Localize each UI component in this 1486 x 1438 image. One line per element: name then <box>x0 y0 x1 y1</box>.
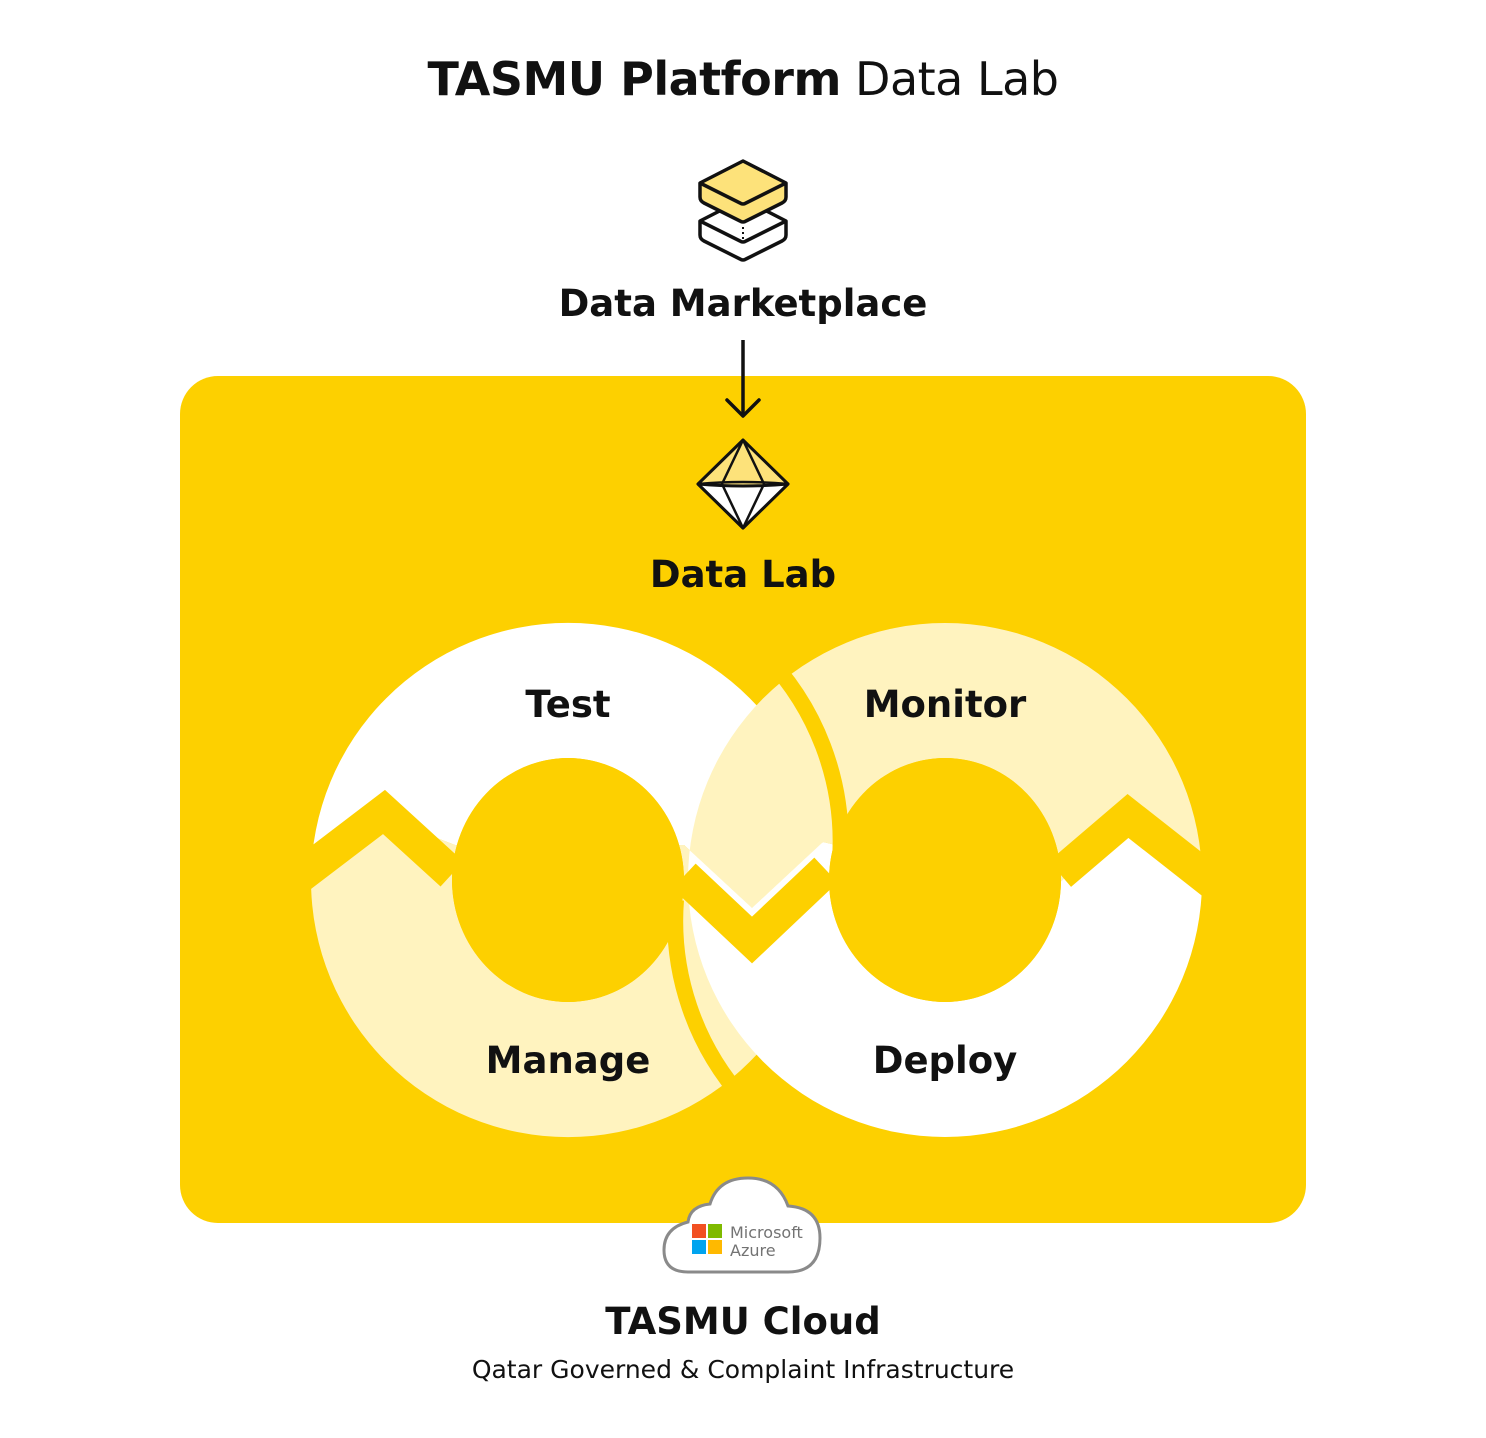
cloud-title: TASMU Cloud <box>605 1300 881 1343</box>
stacked-layers-icon <box>698 159 788 262</box>
logo-line2: Azure <box>730 1241 776 1260</box>
title-light: Data Lab <box>855 52 1059 106</box>
stage-monitor: Monitor <box>863 683 1027 726</box>
down-arrow-icon <box>725 340 761 418</box>
page-title: TASMU Platform Data Lab <box>0 52 1486 106</box>
cloud-subtitle: Qatar Governed & Complaint Infrastructur… <box>471 1355 1015 1384</box>
ms-blue-square <box>692 1240 706 1254</box>
stage-manage: Manage <box>485 1039 651 1082</box>
logo-line1: Microsoft <box>730 1223 803 1242</box>
ms-red-square <box>692 1224 706 1238</box>
right-ring <box>688 623 1202 1137</box>
marketplace-label: Data Marketplace <box>558 282 928 325</box>
title-bold: TASMU Platform <box>427 52 841 106</box>
stage-deploy: Deploy <box>872 1039 1018 1082</box>
azure-cloud-logo: Microsoft Azure <box>662 1176 822 1274</box>
data-lab-label: Data Lab <box>649 553 837 596</box>
diamond-icon <box>696 438 790 530</box>
stage-test: Test <box>525 683 611 726</box>
ms-green-square <box>708 1224 722 1238</box>
ms-yellow-square <box>708 1240 722 1254</box>
